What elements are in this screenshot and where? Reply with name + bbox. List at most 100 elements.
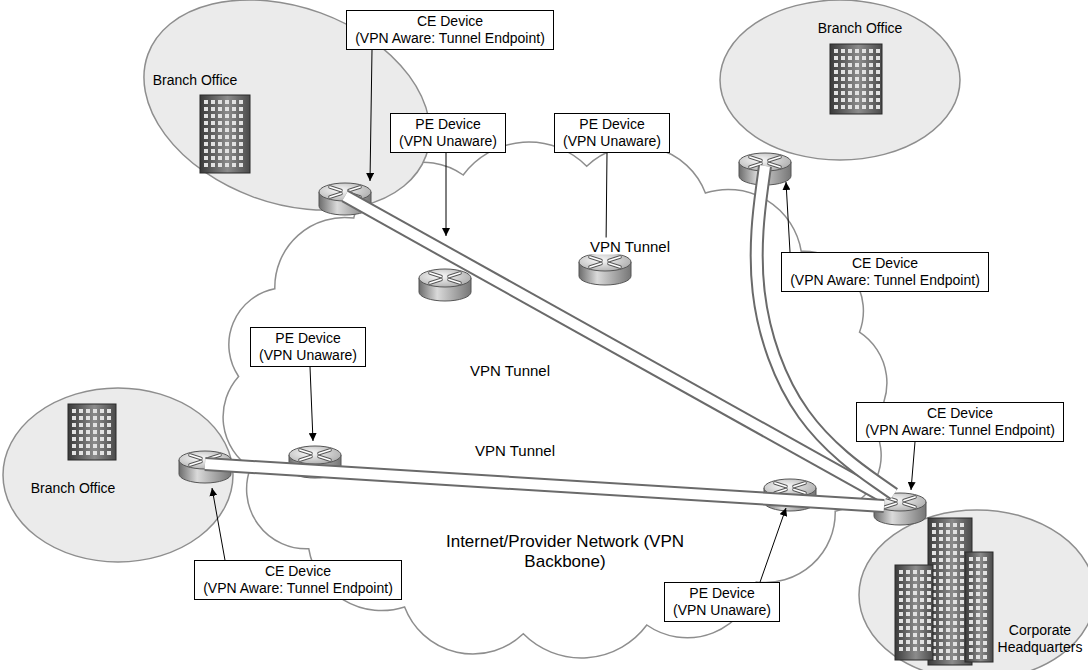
building-window	[969, 655, 973, 659]
building-window	[983, 655, 987, 659]
router-arrow	[300, 450, 311, 454]
router-arrow	[885, 504, 896, 508]
building-window	[218, 135, 222, 139]
building-window	[204, 135, 208, 139]
building-window	[946, 656, 950, 660]
router-arrow	[300, 457, 311, 461]
router-arrow-outline	[590, 257, 601, 261]
building-window	[946, 649, 950, 653]
tunnel-core	[757, 166, 894, 494]
callout-box: CE Device(VPN Aware: Tunnel Endpoint)	[346, 10, 554, 50]
building-window	[855, 70, 859, 74]
building-window	[93, 444, 97, 448]
building-window	[969, 571, 973, 575]
building-window	[862, 63, 866, 67]
building-window	[211, 156, 215, 160]
router-arrow	[769, 164, 780, 168]
building-window	[876, 84, 880, 88]
building-window	[899, 633, 903, 637]
text-anchor: Internet/Provider Network (VPN Backbone)	[445, 532, 685, 573]
building-window	[79, 451, 83, 455]
router-arrow	[904, 497, 915, 501]
building-window	[100, 430, 104, 434]
building-window	[100, 423, 104, 427]
leader-arrow	[786, 182, 790, 252]
building-window	[862, 91, 866, 95]
building-window	[93, 430, 97, 434]
router-arrow	[590, 257, 601, 261]
building-window	[927, 633, 931, 637]
building-window	[906, 633, 910, 637]
building-window	[232, 121, 236, 125]
leader-arrow	[212, 488, 225, 560]
building-window	[960, 607, 964, 611]
router-arrow	[430, 273, 441, 277]
building-window	[72, 416, 76, 420]
building-window	[920, 647, 924, 651]
building-window	[939, 600, 943, 604]
building-window	[204, 100, 208, 104]
router-arrow-outline	[449, 273, 460, 277]
building-window	[960, 586, 964, 590]
building-window	[841, 70, 845, 74]
building-window	[983, 634, 987, 638]
building-window	[960, 530, 964, 534]
building-window	[239, 128, 243, 132]
building-window	[218, 142, 222, 146]
building-window	[841, 77, 845, 81]
building-window	[899, 612, 903, 616]
building-window	[983, 641, 987, 645]
building-window	[225, 135, 229, 139]
building-window	[239, 163, 243, 167]
building-window	[107, 430, 111, 434]
router-arrow-outline	[190, 455, 201, 459]
building-window	[869, 70, 873, 74]
building-window	[976, 564, 980, 568]
building-window	[848, 91, 852, 95]
building-body	[830, 44, 882, 114]
router-arrow-outline	[769, 157, 780, 161]
building-window	[913, 647, 917, 651]
tunnel-label: VPN Tunnel	[587, 238, 673, 255]
building-window	[960, 635, 964, 639]
building-window	[869, 56, 873, 60]
building-window	[862, 77, 866, 81]
building-window	[218, 156, 222, 160]
building-icon	[965, 552, 993, 662]
building-window	[225, 128, 229, 132]
device-role: (VPN Aware: Tunnel Endpoint)	[203, 580, 393, 597]
building-window	[72, 409, 76, 413]
building-window	[953, 621, 957, 625]
callout-box: CE Device(VPN Aware: Tunnel Endpoint)	[781, 252, 989, 292]
router-arrow-outline	[904, 504, 915, 508]
building-window	[960, 579, 964, 583]
device-type: CE Device	[790, 255, 980, 272]
building-window	[960, 537, 964, 541]
building-window	[946, 614, 950, 618]
router-arrow-outline	[300, 457, 311, 461]
building-window	[834, 56, 838, 60]
building-window	[876, 91, 880, 95]
router-arrow	[319, 450, 330, 454]
building-window	[906, 591, 910, 595]
building-window	[939, 544, 943, 548]
building-window	[969, 557, 973, 561]
building-window	[211, 149, 215, 153]
building-window	[920, 605, 924, 609]
label-anchor: VPN Tunnel	[472, 442, 558, 459]
building-window	[946, 565, 950, 569]
building-window	[86, 430, 90, 434]
router-arrow	[609, 264, 620, 268]
building-window	[939, 523, 943, 527]
building-window	[946, 530, 950, 534]
tunnel-outline	[205, 464, 884, 506]
building-window	[72, 451, 76, 455]
building-window	[93, 437, 97, 441]
building-window	[93, 409, 97, 413]
building-window	[953, 558, 957, 562]
building-window	[953, 551, 957, 555]
building-window	[969, 648, 973, 652]
building-window	[983, 648, 987, 652]
building-window	[969, 627, 973, 631]
